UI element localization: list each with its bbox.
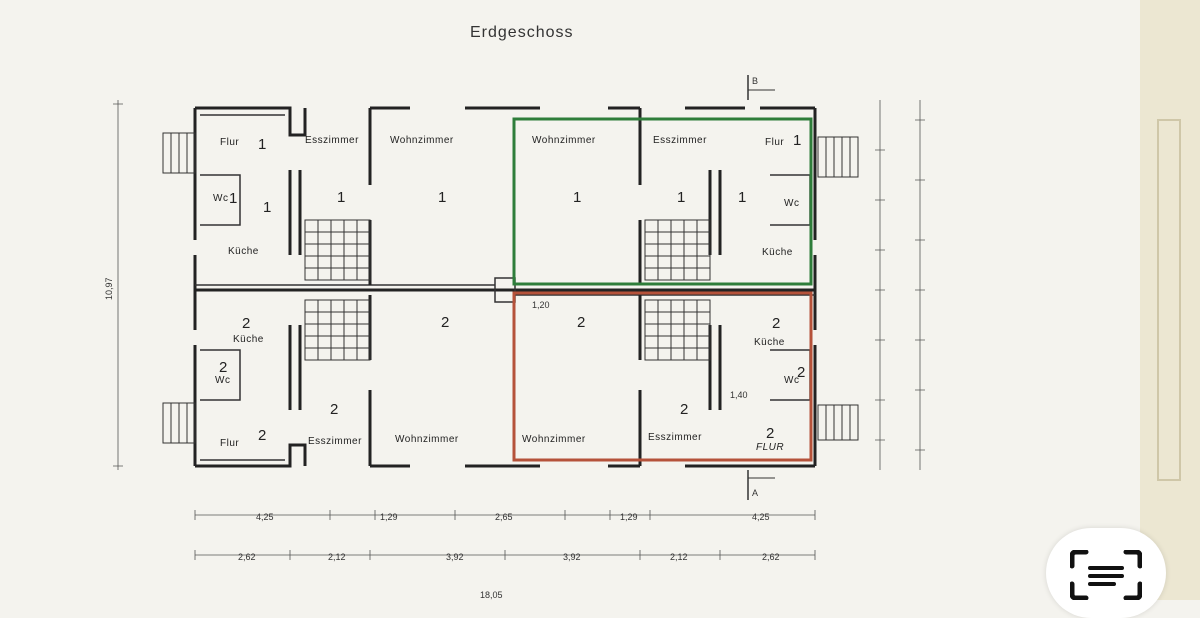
unit-number-1: 1 — [793, 132, 801, 149]
room-label-esszimmer: Esszimmer — [308, 436, 362, 447]
unit-number-2: 2 — [766, 425, 774, 442]
room-label-kueche: Küche — [233, 334, 264, 345]
dim-top-4: 1,29 — [620, 512, 638, 522]
dim-annotation: 1,40 — [730, 390, 748, 400]
room-label-flur: Flur — [220, 438, 239, 449]
unit-number-2: 2 — [242, 315, 250, 332]
unit-number-1: 1 — [337, 189, 345, 206]
room-label-wc: Wc — [215, 375, 230, 386]
unit-number-2: 2 — [797, 364, 805, 381]
paper-edge — [1140, 0, 1200, 600]
dim-height-left: 10,97 — [104, 277, 114, 300]
svg-text:B: B — [752, 76, 758, 86]
room-label-flur: Flur — [765, 137, 784, 148]
unit-number-2: 2 — [441, 314, 449, 331]
floor-plan: Erdgeschoss — [0, 0, 1200, 600]
unit-number-2: 2 — [219, 359, 227, 376]
staircase-right — [644, 219, 711, 361]
unit-number-1: 1 — [229, 190, 237, 207]
unit-number-2: 2 — [680, 401, 688, 418]
room-label-wc: Wc — [213, 193, 228, 204]
text-scan-button[interactable] — [1046, 528, 1166, 618]
section-marker-b: B — [747, 75, 775, 100]
room-label-kueche: Küche — [762, 247, 793, 258]
room-label-wohnzimmer: Wohnzimmer — [522, 434, 586, 445]
unit-number-2: 2 — [577, 314, 585, 331]
unit-number-1: 1 — [258, 136, 266, 153]
unit-number-2: 2 — [772, 315, 780, 332]
dim-top-2: 1,29 — [380, 512, 398, 522]
dim-bottom-4: 3,92 — [563, 552, 581, 562]
unit-number-1: 1 — [738, 189, 746, 206]
unit-number-1: 1 — [573, 189, 581, 206]
dim-top-5: 4,25 — [752, 512, 770, 522]
room-label-wc: Wc — [784, 198, 799, 209]
room-label-wc: Wc — [784, 375, 799, 386]
unit-number-1: 1 — [677, 189, 685, 206]
unit-number-2: 2 — [330, 401, 338, 418]
room-label-esszimmer: Esszimmer — [653, 135, 707, 146]
dim-bottom-1: 2,62 — [238, 552, 256, 562]
room-label-esszimmer: Esszimmer — [648, 432, 702, 443]
dim-total: 18,05 — [480, 590, 503, 600]
unit-number-1: 1 — [438, 189, 446, 206]
room-label-esszimmer: Esszimmer — [305, 135, 359, 146]
dim-annotation: 1,20 — [532, 300, 550, 310]
room-label-flur-handwritten: FLUR — [756, 442, 784, 453]
dim-top-3: 2,65 — [495, 512, 513, 522]
entrance-steps — [162, 132, 859, 444]
exterior-walls — [193, 106, 817, 468]
room-label-wohnzimmer: Wohnzimmer — [395, 434, 459, 445]
dimension-lines — [113, 100, 925, 560]
paper-background — [0, 0, 1200, 600]
interior-walls — [195, 108, 815, 466]
dim-bottom-6: 2,62 — [762, 552, 780, 562]
dim-bottom-5: 2,12 — [670, 552, 688, 562]
unit-number-2: 2 — [258, 427, 266, 444]
unit-1-highlight — [512, 117, 813, 286]
staircase-left — [304, 219, 371, 361]
dim-top-1: 4,25 — [256, 512, 274, 522]
unit-number-1: 1 — [263, 199, 271, 216]
svg-text:A: A — [752, 488, 758, 498]
room-label-kueche: Küche — [228, 246, 259, 257]
room-label-wohnzimmer: Wohnzimmer — [390, 135, 454, 146]
dim-bottom-2: 2,12 — [328, 552, 346, 562]
room-label-kueche: Küche — [754, 337, 785, 348]
binder-edge — [1157, 119, 1181, 481]
unit-2-highlight — [512, 291, 813, 462]
room-label-flur: Flur — [220, 137, 239, 148]
plan-title: Erdgeschoss — [470, 24, 574, 41]
dim-bottom-3: 3,92 — [446, 552, 464, 562]
text-scan-icon — [1070, 550, 1142, 600]
section-marker-a: A — [747, 470, 775, 500]
room-label-wohnzimmer: Wohnzimmer — [532, 135, 596, 146]
